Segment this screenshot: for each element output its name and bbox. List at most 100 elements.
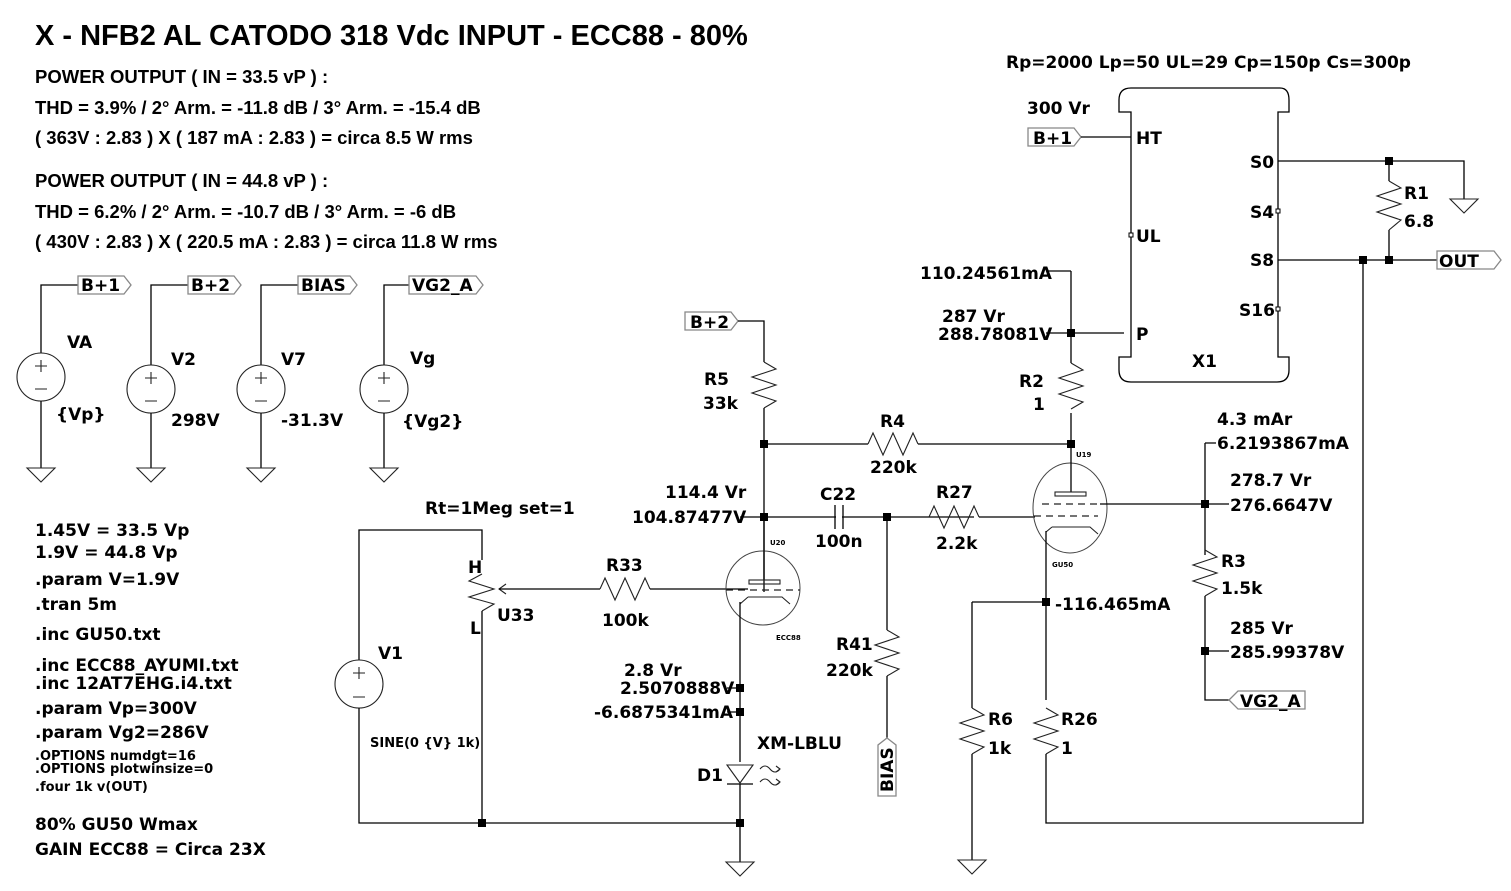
directive[interactable]: 1.9V = 44.8 Vp <box>35 543 178 563</box>
resistor-r2[interactable]: R2 1 <box>1019 362 1085 415</box>
net-label-bias-stage: BIAS <box>878 747 898 792</box>
component-value: 1 <box>1061 739 1073 759</box>
net-flag-b2[interactable] <box>187 275 242 295</box>
readout-plate-voltage: 288.78081V <box>938 325 1053 345</box>
directive-small[interactable]: .OPTIONS numdgt=16 <box>35 749 196 764</box>
resistor-r4[interactable]: R4 220k <box>867 412 919 478</box>
pot-pin-h: H <box>468 558 482 578</box>
directive[interactable]: 1.45V = 33.5 Vp <box>35 521 189 541</box>
net-label-b1: B+1 <box>81 276 120 296</box>
readout-vg2-ref: 285 Vr <box>1230 619 1294 639</box>
resistor-r6[interactable]: R6 1k <box>958 707 1013 860</box>
pin-ht: HT <box>1136 129 1162 149</box>
supply-v2[interactable]: V2 298V <box>126 275 242 483</box>
component-name: R41 <box>836 635 873 655</box>
tube-model: GU50 <box>1052 561 1073 569</box>
supply-value: 298V <box>171 411 220 431</box>
component-value: XM-LBLU <box>757 734 842 754</box>
tube-u19-gu50[interactable]: U19 GU50 <box>1032 448 1205 700</box>
net-flag-vg2a[interactable] <box>408 275 484 295</box>
component-name: C22 <box>820 485 856 505</box>
net-flag-b1-stage[interactable]: B+1 <box>1027 127 1082 149</box>
resistor-r5[interactable]: R5 33k <box>703 361 778 414</box>
component-name: R3 <box>1221 552 1246 572</box>
source-value: SINE(0 {V} 1k) <box>370 736 480 751</box>
net-flag-b1[interactable] <box>77 275 132 295</box>
pin-s0: S0 <box>1250 153 1274 173</box>
net-flag-b2-stage[interactable]: B+2 <box>684 311 739 333</box>
component-value: 2.2k <box>936 534 978 554</box>
resistor-r41[interactable]: R41 220k <box>826 629 901 681</box>
input-source-v1[interactable]: V1 SINE(0 {V} 1k) <box>334 529 740 824</box>
junction <box>1359 256 1367 264</box>
led-d1[interactable]: D1 XM-LBLU <box>697 734 842 862</box>
component-value: 33k <box>703 394 739 414</box>
pot-params: Rt=1Meg set=1 <box>425 499 575 519</box>
potentiometer-u33[interactable]: Rt=1Meg set=1 H L U33 <box>425 499 600 823</box>
component-value: 100k <box>602 611 649 631</box>
directive[interactable]: .tran 5m <box>35 595 117 615</box>
capacitor-c22[interactable]: C22 100n <box>815 485 863 552</box>
supply-vg[interactable]: Vg {Vg2} <box>359 275 484 483</box>
directive[interactable]: .param Vg2=286V <box>35 723 209 743</box>
readout-ecc-anode-ref: 114.4 Vr <box>665 483 747 503</box>
directive-small[interactable]: .OPTIONS plotwinsize=0 <box>35 762 213 777</box>
net-label-bias: BIAS <box>301 276 346 296</box>
readout-plate-current: 110.24561mA <box>920 264 1053 284</box>
pin-s8: S8 <box>1250 251 1274 271</box>
net-flag-bias-stage[interactable]: BIAS <box>877 737 898 797</box>
output-transformer-x1[interactable]: Rp=2000 Lp=50 UL=29 Cp=150p Cs=300p HT U… <box>1006 53 1411 383</box>
pot-name: U33 <box>497 606 534 626</box>
readout-ht-ref: 300 Vr <box>1027 99 1091 119</box>
net-label-b2-stage: B+2 <box>690 313 729 333</box>
directive-small[interactable]: .four 1k v(OUT) <box>35 780 148 795</box>
net-label-vg2a-stage: VG2_A <box>1240 692 1301 712</box>
readout-g2-current-ref: 4.3 mAr <box>1217 410 1293 430</box>
readout-ecc-cathode-current: -6.6875341mA <box>594 703 734 723</box>
component-value: 1 <box>1033 395 1045 415</box>
net-flag-bias[interactable] <box>297 275 358 295</box>
supply-name: Vg <box>410 349 435 369</box>
readout-ecc-anode-voltage: 104.87477V <box>632 508 747 528</box>
directive[interactable]: .inc ECC88_AYUMI.txt <box>35 656 239 676</box>
readout-ecc-cathode-voltage: 2.5070888V <box>620 679 735 699</box>
directive[interactable]: .param Vp=300V <box>35 699 198 719</box>
component-name: R2 <box>1019 372 1044 392</box>
schematic-title: X - NFB2 AL CATODO 318 Vdc INPUT - ECC88… <box>35 20 748 52</box>
junction <box>1201 647 1209 655</box>
supply-value: -31.3V <box>281 411 344 431</box>
resistor-r3[interactable]: R3 1.5k <box>1191 549 1263 599</box>
note-power-2: POWER OUTPUT ( IN = 44.8 vP ) : <box>35 170 328 191</box>
component-name: R26 <box>1061 710 1098 730</box>
junction <box>1042 598 1050 606</box>
supply-value: {Vp} <box>56 405 106 425</box>
resistor-r33[interactable]: R33 100k <box>599 556 748 631</box>
net-label-vg2a: VG2_A <box>412 276 473 296</box>
component-name: D1 <box>697 766 723 786</box>
tube-u20-ecc88[interactable]: U20 ECC88 <box>725 521 801 688</box>
supply-v7[interactable]: V7 -31.3V <box>236 275 358 483</box>
tube-ref: U20 <box>770 539 786 547</box>
transformer-params: Rp=2000 Lp=50 UL=29 Cp=150p Cs=300p <box>1006 53 1411 73</box>
resistor-r27[interactable]: R27 2.2k <box>928 483 1035 554</box>
readout-plate-ref: 287 Vr <box>942 307 1006 327</box>
pot-pin-l: L <box>470 619 481 639</box>
net-flag-out[interactable]: OUT <box>1436 250 1502 272</box>
ground-icon <box>724 861 756 877</box>
component-value: 1.5k <box>1221 579 1263 599</box>
directive[interactable]: .inc 12AT7EHG.i4.txt <box>35 674 232 694</box>
directive[interactable]: .param V=1.9V <box>35 570 180 590</box>
net-flag-vg2a-stage[interactable]: VG2_A <box>1228 690 1306 712</box>
ground-icon <box>956 859 988 875</box>
component-value: 100n <box>815 532 863 552</box>
note-calc-1: ( 363V : 2.83 ) X ( 187 mA : 2.83 ) = ci… <box>35 127 473 148</box>
resistor-r1[interactable]: R1 6.8 <box>1375 180 1434 232</box>
resistor-r26[interactable]: R26 1 <box>1032 260 1364 824</box>
pin-s4: S4 <box>1250 203 1274 223</box>
pin-s16: S16 <box>1239 301 1275 321</box>
supply-va[interactable]: VA {Vp} <box>16 275 132 483</box>
spice-directives: 1.45V = 33.5 Vp 1.9V = 44.8 Vp .param V=… <box>35 521 266 860</box>
directive[interactable]: .inc GU50.txt <box>35 625 160 645</box>
tube-model: ECC88 <box>776 634 801 642</box>
